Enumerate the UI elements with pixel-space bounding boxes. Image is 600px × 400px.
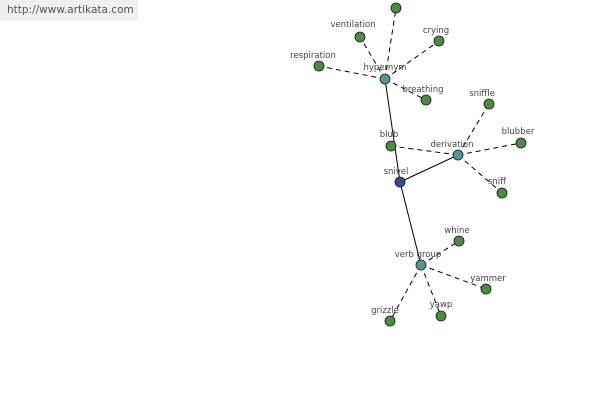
- node-label-verb-group: verb group: [395, 250, 442, 260]
- node-grizzle[interactable]: [384, 315, 396, 327]
- edge-snivel-verb_group: [399, 181, 422, 266]
- node-label-blub: blub: [380, 130, 399, 140]
- source-url-link[interactable]: http://www.artikata.com: [0, 0, 138, 21]
- node-label-yawp: yawp: [430, 300, 453, 310]
- node-layer: [313, 2, 527, 327]
- node-label-sniff: sniff: [488, 177, 507, 187]
- node-yammer[interactable]: [480, 283, 492, 295]
- node-blub[interactable]: [385, 140, 397, 152]
- node-label-hypernym: hypernym: [363, 63, 406, 73]
- node-label-snivel: snivel: [384, 167, 409, 177]
- edge-verb_group-yammer: [420, 264, 487, 290]
- node-breathing[interactable]: [420, 94, 432, 106]
- node-label-breathing: breathing: [402, 85, 443, 95]
- node-top-unlabeled[interactable]: [390, 2, 402, 14]
- node-respiration[interactable]: [313, 60, 325, 72]
- edge-hypernym-respiration: [318, 65, 386, 80]
- edge-hypernym-crying: [384, 40, 440, 80]
- node-label-respiration: respiration: [290, 51, 336, 61]
- node-verb-group[interactable]: [415, 259, 427, 271]
- edge-derivation-blubber: [457, 142, 522, 156]
- node-blubber[interactable]: [515, 137, 527, 149]
- node-label-ventilation: ventilation: [330, 20, 375, 30]
- edge-verb_group-grizzle: [389, 264, 422, 322]
- edge-derivation-sniffle: [457, 103, 490, 156]
- node-crying[interactable]: [433, 35, 445, 47]
- node-hypernym[interactable]: [379, 73, 391, 85]
- node-whine[interactable]: [453, 235, 465, 247]
- label-layer: snivel hypernym derivation verb group ventil…: [290, 20, 535, 316]
- edge-hypernym-breathing: [384, 78, 427, 101]
- node-sniff[interactable]: [496, 187, 508, 199]
- node-sniffle[interactable]: [483, 98, 495, 110]
- node-label-grizzle: grizzle: [371, 306, 399, 316]
- edge-snivel-derivation: [399, 154, 459, 183]
- node-label-yammer: yammer: [470, 274, 506, 284]
- node-snivel[interactable]: [394, 176, 406, 188]
- edge-verb_group-yawp: [420, 264, 442, 317]
- node-label-sniffle: sniffle: [469, 89, 495, 99]
- node-ventilation[interactable]: [354, 31, 366, 43]
- edge-hypernym-top_unlabeled: [384, 7, 397, 80]
- edge-verb_group-whine: [420, 240, 460, 266]
- edge-hypernym-ventilation: [359, 36, 386, 80]
- node-label-blubber: blubber: [502, 127, 535, 137]
- edge-derivation-sniff: [457, 154, 503, 194]
- node-yawp[interactable]: [435, 310, 447, 322]
- node-derivation[interactable]: [452, 149, 464, 161]
- edge-derivation-blub: [390, 145, 459, 156]
- edge-snivel-hypernym: [384, 78, 401, 183]
- node-label-derivation: derivation: [430, 140, 473, 150]
- node-label-crying: crying: [423, 26, 449, 36]
- edge-layer: [318, 7, 522, 322]
- node-label-whine: whine: [444, 226, 469, 236]
